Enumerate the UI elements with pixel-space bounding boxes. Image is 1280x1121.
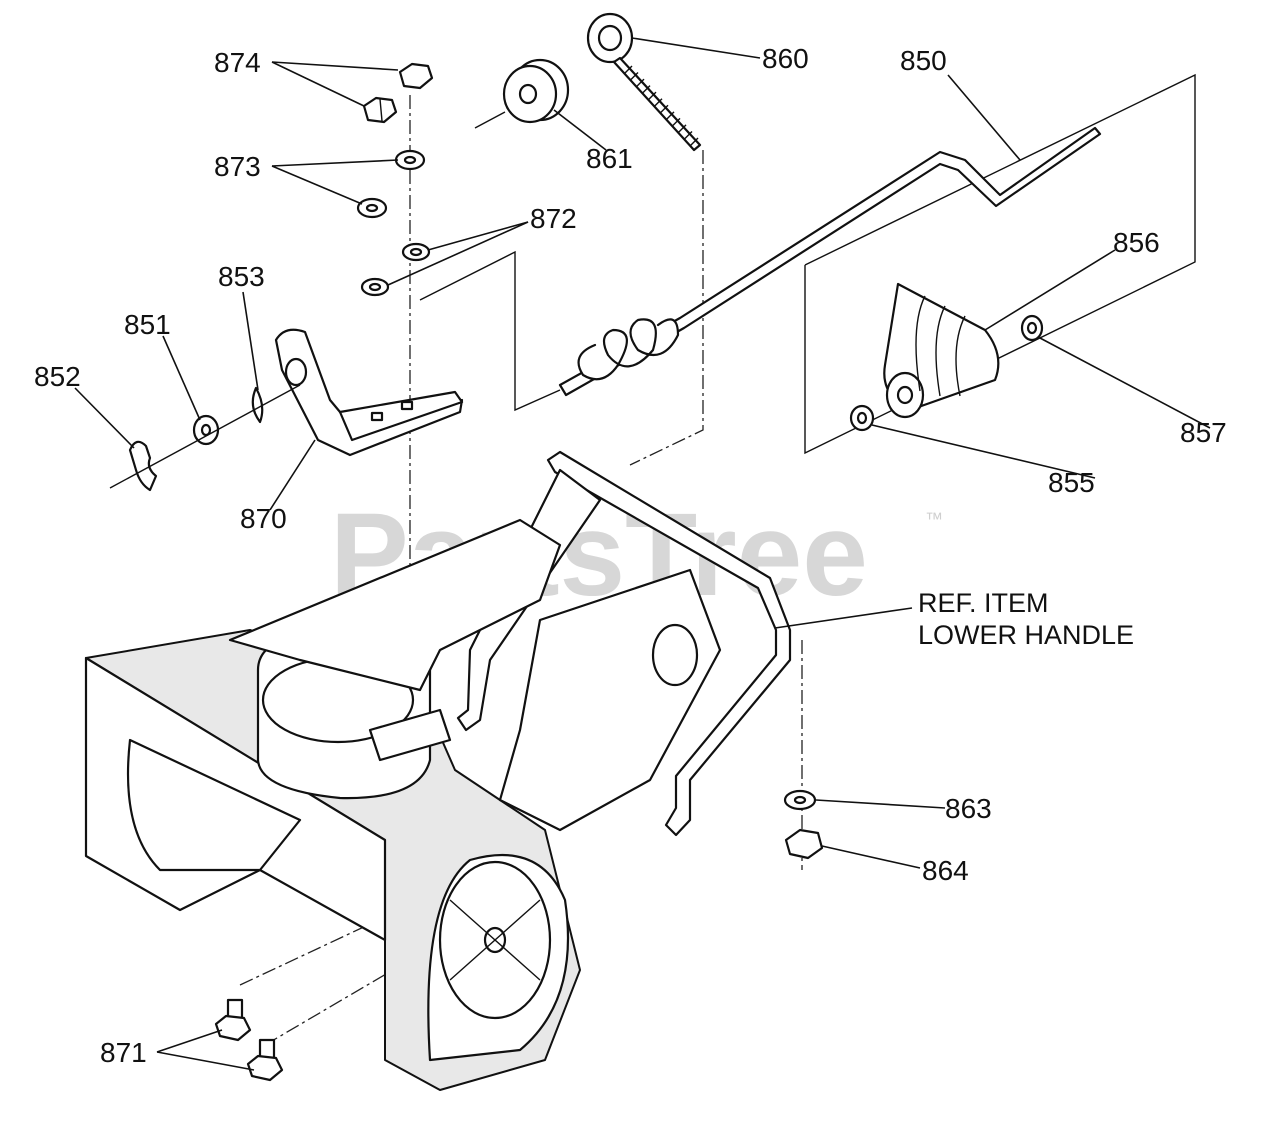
thread-mark (635, 78, 645, 88)
callout-871: 871 (100, 1037, 147, 1068)
bolt-871 (214, 998, 284, 1082)
hex-nut-864 (784, 828, 824, 860)
thread-mark (647, 91, 657, 101)
callout-872: 872 (530, 203, 577, 234)
thread-mark (665, 111, 675, 121)
washer-855 (849, 404, 875, 432)
reference-note-line2: LOWER HANDLE (918, 620, 1134, 650)
callout-861: 861 (586, 143, 633, 174)
thread-mark (641, 85, 651, 95)
pin-axis-line (109, 384, 301, 489)
rod-850 (558, 126, 1102, 397)
eye-bolt-860 (586, 12, 702, 152)
callout-860: 860 (762, 43, 809, 74)
pulley-axis-line (474, 111, 506, 129)
roller-856 (883, 282, 1000, 419)
washer-872 (360, 242, 431, 297)
hairpin-852 (128, 440, 158, 492)
thread-mark (653, 98, 663, 108)
clip-853 (251, 386, 264, 424)
thread-mark (671, 117, 681, 127)
group-frame-roller (804, 73, 1196, 455)
thread-mark (623, 65, 633, 75)
washer-863 (783, 789, 817, 811)
callout-864: 864 (922, 855, 969, 886)
thread-mark (689, 137, 699, 147)
chute-bracket-870 (274, 328, 464, 457)
reference-note-line1: REF. ITEM (918, 588, 1049, 618)
callout-873: 873 (214, 151, 261, 182)
group-frame-rod (419, 250, 561, 412)
callout-852: 852 (34, 361, 81, 392)
lower-handle (546, 450, 792, 837)
assembly-axis-eyebolt (629, 150, 704, 466)
thread-mark (677, 124, 687, 134)
hex-nut-874 (362, 62, 434, 124)
auger-housing (84, 518, 722, 1091)
assembly-axis-bolt-1 (239, 909, 401, 986)
leader-lines (74, 37, 1211, 1071)
washer-857 (1020, 314, 1044, 342)
callout-857: 857 (1180, 417, 1227, 448)
callout-851: 851 (124, 309, 171, 340)
thread-mark (629, 72, 639, 82)
assembly-axis-bolt-2 (264, 959, 411, 1046)
callout-874: 874 (214, 47, 261, 78)
callout-855: 855 (1048, 467, 1095, 498)
thread-mark (683, 130, 693, 140)
thread-mark (659, 104, 669, 114)
callout-853: 853 (218, 261, 265, 292)
callout-870: 870 (240, 503, 287, 534)
callout-850: 850 (900, 45, 947, 76)
watermark-trademark: ™ (925, 509, 943, 529)
callout-863: 863 (945, 793, 992, 824)
pulley-861 (502, 58, 570, 124)
callout-856: 856 (1113, 227, 1160, 258)
washer-873 (356, 149, 426, 219)
